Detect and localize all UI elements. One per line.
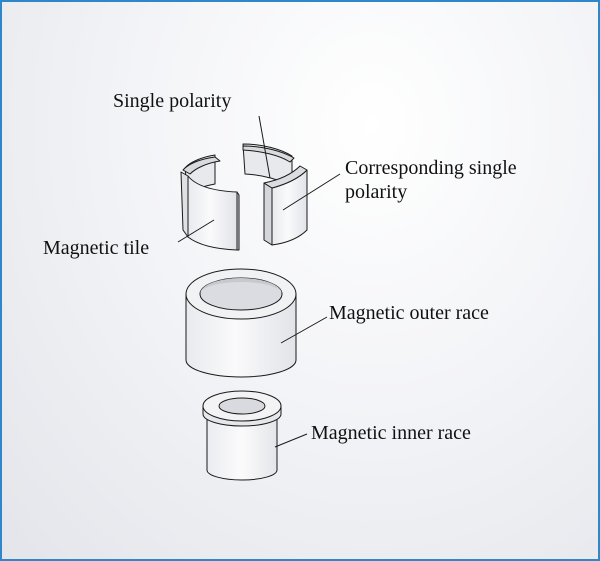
label-magnetic-outer-race: Magnetic outer race [329, 302, 489, 324]
tile-edge-left [236, 191, 240, 251]
label-single-polarity: Single polarity [113, 90, 232, 112]
tile-top-edge-right [263, 165, 308, 189]
inner-race-sleeve [206, 415, 278, 481]
tile-inner-right [263, 182, 273, 246]
tile-top-right [242, 145, 295, 163]
leader-magnetic-tile [177, 219, 215, 243]
label-magnetic-tile: Magnetic tile [43, 237, 150, 259]
leader-single-polarity [258, 115, 271, 179]
inner-race-bore [218, 397, 266, 415]
label-corresponding-single-line1: Corresponding single [345, 157, 517, 179]
label-magnetic-inner-race: Magnetic inner race [311, 422, 471, 444]
magnetic-inner-race [202, 390, 282, 481]
tile-top-left [182, 156, 221, 175]
leader-outer-race [280, 316, 328, 344]
magnetic-tile-right [242, 143, 308, 246]
magnetic-tile-left [180, 154, 240, 251]
outer-race-hole-wall [200, 278, 282, 294]
label-corresponding-single-line2: polarity [345, 181, 408, 203]
leader-inner-race [274, 433, 308, 448]
magnetic-outer-race [185, 268, 297, 378]
leader-corresponding-polarity [282, 173, 341, 211]
tile-side-left [180, 171, 189, 238]
tile-front-left [187, 175, 238, 251]
